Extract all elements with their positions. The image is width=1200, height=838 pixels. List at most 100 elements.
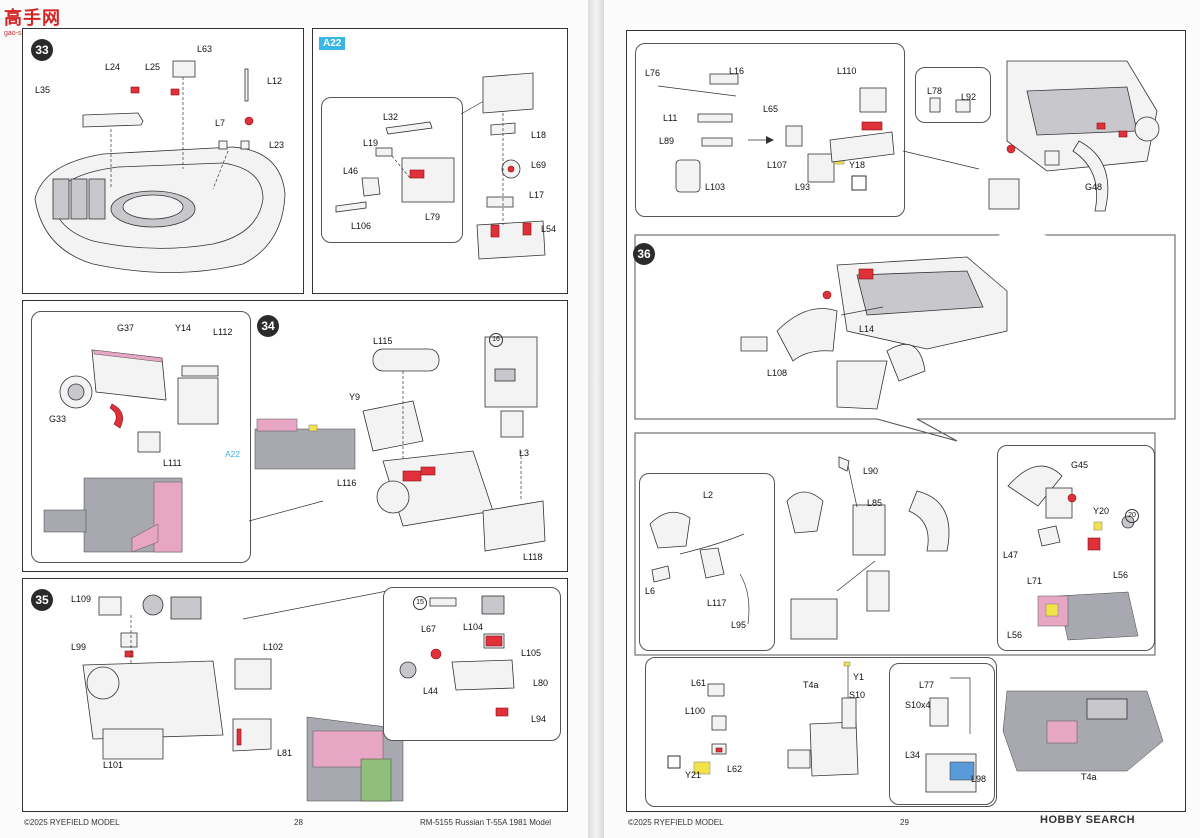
turret-diagram [34, 60, 286, 273]
part-label: L80 [533, 678, 549, 688]
part-label: Y9 [349, 392, 361, 402]
part-label: L105 [521, 648, 542, 658]
part-label: L24 [105, 62, 121, 72]
part-label: L85 [867, 498, 883, 508]
a22-panel: A22 L32 L19 L46 L106 L79 [312, 28, 568, 294]
part-label: L108 [767, 368, 788, 378]
part-label: L117 [707, 598, 727, 608]
part-label: L79 [425, 212, 441, 222]
step-number: 36 [633, 243, 655, 265]
part-label: L115 [373, 336, 393, 346]
circle-ref: 15 [413, 596, 427, 610]
footer-copyright: ©2025 RYEFIELD MODEL [24, 818, 120, 827]
part-label: L12 [267, 76, 283, 86]
part-label: L77 [919, 680, 935, 690]
part-label: L76 [645, 68, 661, 78]
part-label: L67 [421, 624, 437, 634]
part-label: L11 [663, 113, 678, 123]
part-label: L89 [659, 136, 675, 146]
part-label: L19 [363, 138, 379, 148]
part-label: L101 [103, 760, 124, 770]
hobby-search-logo: HOBBY SEARCH [1040, 814, 1136, 826]
part-label: L47 [1003, 550, 1019, 560]
circle-ref: 20 [1125, 509, 1139, 523]
part-label: G33 [49, 414, 67, 424]
footer-copyright: ©2025 RYEFIELD MODEL [628, 818, 724, 827]
part-label: L94 [531, 714, 547, 724]
part-label: Y1 [853, 672, 865, 682]
right-page: L76 L16 L110 L65 L11 L89 L107 L103 L93 Y… [604, 0, 1200, 838]
right-frame: L76 L16 L110 L65 L11 L89 L107 L103 L93 Y… [626, 30, 1186, 812]
part-label: L99 [71, 642, 87, 652]
part-label: L69 [531, 160, 547, 170]
part-label: L61 [691, 678, 707, 688]
part-label: L2 [703, 490, 714, 500]
step-35-panel: 35 [22, 578, 568, 812]
circle-ref: 16 [489, 333, 503, 347]
step-35-inset [383, 587, 561, 741]
page-number: 29 [900, 818, 909, 827]
part-label: L111 [163, 458, 182, 468]
part-label: L25 [145, 62, 161, 72]
part-label: L63 [197, 44, 213, 54]
part-label: Y20 [1093, 506, 1110, 516]
small-inset [915, 67, 991, 123]
part-label: G45 [1071, 460, 1089, 470]
ref-a22: A22 [225, 449, 241, 459]
part-label: L56 [1007, 630, 1023, 640]
part-label: G37 [117, 323, 135, 333]
part-label: L62 [727, 764, 743, 774]
part-label: L18 [531, 130, 547, 140]
step-number: 35 [31, 589, 53, 611]
seat-inset [889, 663, 995, 805]
part-label: L14 [859, 324, 875, 334]
part-label: S10x4 [905, 700, 931, 710]
part-label: L116 [337, 478, 357, 488]
step-34-panel: 34 G37 Y14 L112 G33 L111 A22 [22, 300, 568, 572]
part-label: L100 [685, 706, 706, 716]
part-label: T4a [803, 680, 819, 690]
part-label: L46 [343, 166, 359, 176]
part-label: L92 [961, 92, 977, 102]
part-label: L106 [351, 221, 372, 231]
part-label: L81 [277, 748, 293, 758]
part-label: L78 [927, 86, 943, 96]
part-label: L44 [423, 686, 439, 696]
part-label: L118 [523, 552, 543, 562]
part-label: L109 [71, 594, 92, 604]
top-inset [635, 43, 905, 217]
part-label: Y21 [685, 770, 702, 780]
part-label: L32 [383, 112, 399, 122]
part-label: L90 [863, 466, 879, 476]
part-label: L35 [35, 85, 51, 95]
part-label: Y14 [175, 323, 192, 333]
part-label: L112 [213, 327, 233, 337]
part-label: L71 [1027, 576, 1043, 586]
a22-tag: A22 [319, 37, 346, 50]
watermark-brand: 高手网 [4, 8, 61, 29]
part-label: L16 [729, 66, 745, 76]
part-label: L103 [705, 182, 726, 192]
part-label: L93 [795, 182, 811, 192]
part-label: L54 [541, 224, 557, 234]
part-label: L102 [263, 642, 284, 652]
part-label: L17 [529, 190, 545, 200]
part-label: T4a [1081, 772, 1097, 782]
part-label: L65 [763, 104, 779, 114]
page-gutter [588, 0, 604, 838]
sight-inset [997, 445, 1155, 651]
page-number: 28 [294, 818, 303, 827]
step-33-panel: 33 L63 L24 L25 L12 L35 L7 L23 [22, 28, 304, 294]
part-label: L34 [905, 750, 921, 760]
part-label: G48 [1085, 182, 1103, 192]
part-label: S10 [849, 690, 866, 700]
part-label: L23 [269, 140, 285, 150]
part-label: L110 [837, 66, 857, 76]
part-label: L104 [463, 622, 484, 632]
pedal-inset [639, 473, 775, 651]
part-label: Y18 [849, 160, 866, 170]
part-label: L7 [215, 118, 226, 128]
part-label: L3 [519, 448, 530, 458]
footer-model: RM-5155 Russian T-55A 1981 Model [420, 818, 552, 827]
a22-inset [321, 97, 463, 243]
